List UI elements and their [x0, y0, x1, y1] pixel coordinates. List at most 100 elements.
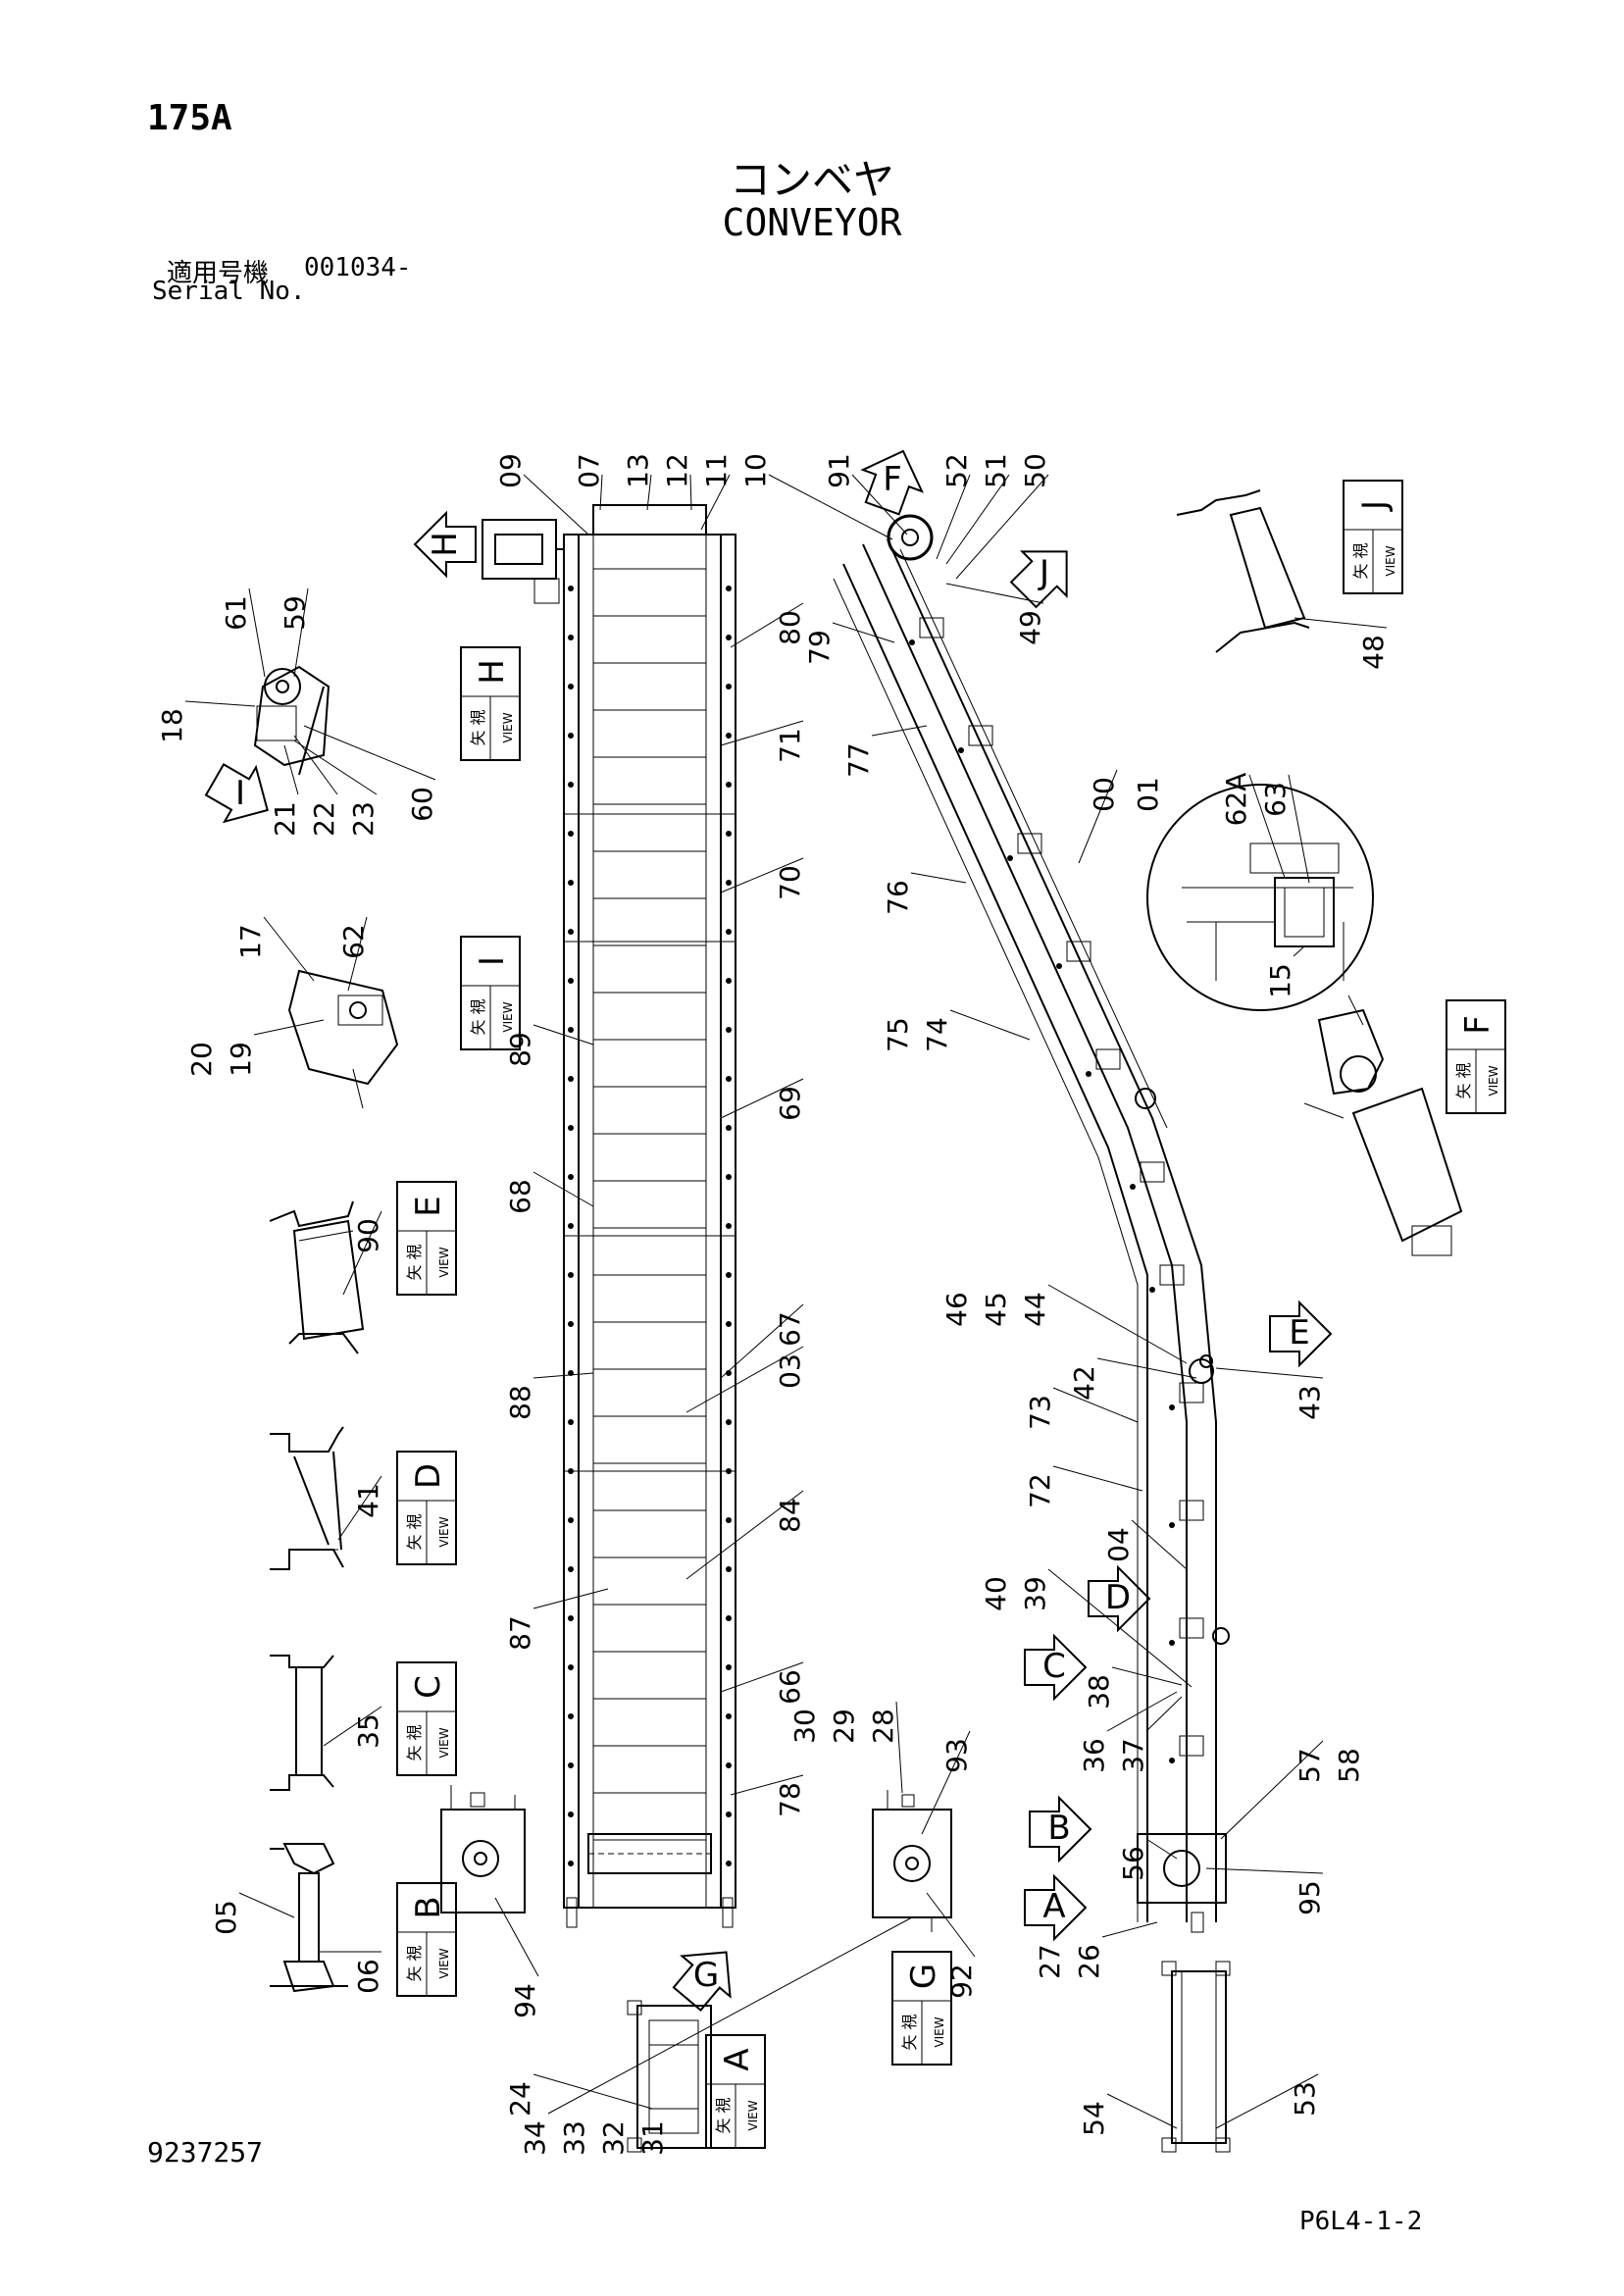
callout-70: 70 — [774, 865, 806, 900]
callout-01: 01 — [1132, 777, 1164, 812]
view-arrow-f: F — [860, 449, 924, 516]
detail-tail-53 — [1161, 1961, 1231, 2153]
title-japanese: コンベヤ — [729, 156, 894, 204]
callout-80: 80 — [774, 610, 806, 645]
svg-text:矢 視: 矢 視 — [405, 1244, 424, 1280]
callout-79: 79 — [803, 630, 836, 665]
callout-10: 10 — [739, 453, 772, 488]
svg-text:VIEW: VIEW — [437, 1727, 451, 1758]
callout-20: 20 — [185, 1042, 218, 1077]
svg-text:A: A — [718, 2048, 757, 2070]
callout-57: 57 — [1294, 1748, 1326, 1783]
svg-text:矢 視: 矢 視 — [469, 709, 487, 745]
svg-text:C: C — [409, 1675, 448, 1699]
detail-b — [270, 1843, 348, 1993]
callout-92: 92 — [945, 1964, 978, 1999]
view-box-c: 矢 視 VIEW C — [396, 1661, 457, 1776]
callout-00: 00 — [1088, 777, 1120, 812]
detail-f-magnified — [1146, 784, 1374, 1026]
view-arrow-i: I — [204, 763, 269, 824]
callout-68: 68 — [504, 1179, 536, 1214]
svg-text:矢 視: 矢 視 — [405, 1724, 424, 1760]
callout-28: 28 — [867, 1709, 899, 1744]
callout-18: 18 — [156, 708, 188, 743]
callout-19: 19 — [225, 1042, 257, 1077]
callout-52: 52 — [940, 453, 973, 488]
svg-text:E: E — [409, 1196, 448, 1216]
svg-text:J: J — [1355, 500, 1395, 512]
svg-text:H: H — [426, 532, 465, 557]
svg-text:D: D — [1105, 1578, 1131, 1617]
callout-39: 39 — [1019, 1576, 1051, 1611]
svg-text:G: G — [904, 1964, 943, 1989]
callout-29: 29 — [828, 1709, 860, 1744]
callout-63: 63 — [1259, 782, 1292, 817]
callout-23: 23 — [347, 801, 380, 837]
callout-75: 75 — [882, 1017, 914, 1052]
callout-46: 46 — [940, 1292, 973, 1327]
svg-text:矢 視: 矢 視 — [405, 1513, 424, 1550]
callout-87: 87 — [504, 1615, 536, 1651]
callout-62: 62 — [337, 924, 370, 959]
svg-text:I: I — [235, 774, 245, 813]
serial-number-value: 001034- — [304, 253, 412, 282]
svg-text:VIEW: VIEW — [437, 1516, 451, 1547]
callout-49: 49 — [1014, 610, 1046, 645]
view-arrow-c: C — [1024, 1633, 1088, 1702]
callout-42: 42 — [1068, 1365, 1100, 1401]
callout-32: 32 — [597, 2120, 630, 2156]
view-arrow-g: G — [672, 1951, 732, 2012]
detail-f — [1303, 1008, 1463, 1256]
callout-41: 41 — [352, 1483, 384, 1518]
callout-95: 95 — [1294, 1880, 1326, 1915]
callout-62A: 62A — [1220, 773, 1252, 827]
detail-tail-94 — [440, 1785, 526, 1913]
view-arrow-b: B — [1029, 1795, 1092, 1863]
callout-91: 91 — [823, 453, 855, 488]
detail-g — [872, 1790, 952, 1932]
callout-53: 53 — [1289, 2081, 1321, 2117]
callout-06: 06 — [352, 1959, 384, 1994]
callout-69: 69 — [774, 1086, 806, 1121]
view-arrow-a: A — [1024, 1873, 1088, 1942]
callout-61: 61 — [220, 595, 252, 631]
callout-93: 93 — [940, 1738, 973, 1773]
callout-26: 26 — [1073, 1944, 1105, 1979]
callout-78: 78 — [774, 1782, 806, 1817]
detail-a — [627, 2000, 712, 2153]
svg-text:矢 視: 矢 視 — [405, 1945, 424, 1981]
svg-text:VIEW: VIEW — [437, 1247, 451, 1277]
detail-i — [287, 969, 399, 1109]
callout-58: 58 — [1333, 1748, 1365, 1783]
svg-text:VIEW: VIEW — [501, 1001, 515, 1032]
callout-54: 54 — [1078, 2101, 1110, 2136]
svg-text:VIEW: VIEW — [933, 2016, 946, 2047]
callout-36: 36 — [1078, 1738, 1110, 1773]
callout-17: 17 — [234, 924, 267, 959]
svg-text:矢 視: 矢 視 — [1454, 1062, 1473, 1098]
view-arrow-e: E — [1269, 1300, 1333, 1368]
svg-text:VIEW: VIEW — [1487, 1065, 1500, 1096]
serial-label-japanese: 適用号機 — [167, 259, 270, 288]
svg-text:矢 視: 矢 視 — [714, 2097, 733, 2133]
svg-text:矢 視: 矢 視 — [900, 2014, 919, 2050]
view-box-e: 矢 視 VIEW E — [396, 1181, 457, 1296]
callout-48: 48 — [1357, 635, 1390, 670]
detail-h — [253, 665, 330, 776]
callout-09: 09 — [494, 453, 527, 488]
view-arrow-j: J — [1009, 550, 1068, 609]
callout-60: 60 — [406, 787, 438, 822]
callout-40: 40 — [980, 1576, 1012, 1611]
callout-66: 66 — [774, 1669, 806, 1705]
view-box-g: 矢 視 VIEW G — [891, 1951, 952, 2066]
callout-67: 67 — [774, 1311, 806, 1347]
main-conveyor-plan — [482, 504, 736, 1928]
callout-15: 15 — [1264, 963, 1296, 998]
svg-text:VIEW: VIEW — [1384, 545, 1397, 576]
